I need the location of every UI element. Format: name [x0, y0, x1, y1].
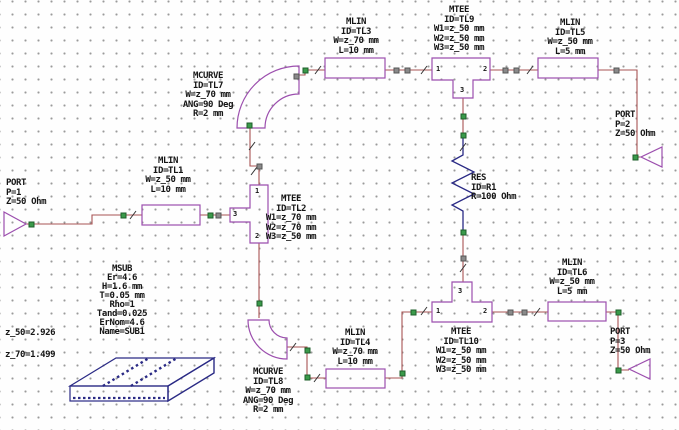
node	[302, 67, 309, 74]
pin-tick-marks	[129, 65, 541, 383]
node	[615, 309, 622, 316]
node	[256, 163, 263, 170]
connection-nodes-gray	[215, 67, 620, 316]
node	[215, 212, 222, 219]
node	[521, 309, 528, 316]
port1-symbol[interactable]	[3, 210, 28, 238]
mlin-tl6-shape[interactable]	[547, 301, 607, 322]
mlin-tl5-label: MLIN ID=TL5 W=z_50 mm L=5 mm	[547, 18, 593, 57]
node	[304, 374, 311, 381]
node	[256, 300, 263, 307]
node	[460, 132, 467, 139]
node	[460, 113, 467, 120]
node	[507, 309, 514, 316]
node	[615, 367, 622, 374]
mtee-tl10-pin2-label: 2	[483, 307, 488, 315]
mtee-tl9-shape[interactable]	[431, 57, 491, 99]
mtee-tl9-pin1-label: 1	[436, 65, 441, 73]
node	[393, 67, 400, 74]
mtee-tl9-label: MTEE ID=TL9 W1=z_50 mm W2=z_50 mm W3=z_5…	[433, 5, 485, 53]
node	[632, 154, 639, 161]
node	[460, 255, 467, 262]
node	[460, 229, 467, 236]
mlin-tl4-shape[interactable]	[325, 368, 386, 389]
mtee-tl10-label: MTEE ID=TL10 W1=z_50 mm W2=z_50 mm W3=z_…	[435, 327, 487, 375]
mcurve-tl7-label: MCURVE ID=TL7 W=z_70 mm ANG=90 Deg R=2 m…	[182, 71, 234, 119]
msub-substrate-graphic[interactable]	[67, 356, 217, 403]
node	[410, 309, 417, 316]
mtee-tl2-pin1-label: 1	[255, 187, 260, 195]
mtee-tl10-pin1-label: 1	[436, 307, 441, 315]
port3-label: PORT P=3 Z=50 Ohm	[610, 327, 651, 356]
mcurve-tl7-shape[interactable]	[236, 65, 300, 129]
node	[513, 67, 520, 74]
node	[120, 212, 127, 219]
res-r1-label: RES ID=R1 R=100 Ohm	[471, 173, 517, 202]
node	[28, 221, 35, 228]
node	[613, 67, 620, 74]
node	[293, 73, 300, 80]
mcurve-tl8-shape[interactable]	[247, 319, 288, 360]
node	[207, 212, 214, 219]
port2-symbol[interactable]	[639, 146, 663, 168]
microstrip-trace-edge	[130, 356, 178, 388]
mtee-tl2-pin2-label: 2	[255, 232, 260, 240]
node	[399, 370, 406, 377]
mlin-tl3-shape[interactable]	[324, 57, 386, 79]
msub-label: MSUB Er=4.6 H=1.6 mm T=0.05 mm Rho=1 Tan…	[96, 264, 148, 337]
wire-tl2-to-tl7[interactable]	[249, 128, 260, 185]
mtee-tl10-shape[interactable]	[431, 281, 493, 323]
node	[502, 67, 509, 74]
mcurve-tl8-label: MCURVE ID=TL8 W=z_70 mm ANG=90 Deg R=2 m…	[242, 367, 294, 415]
node	[304, 347, 311, 354]
variable-z70[interactable]: z_70=1.499	[5, 350, 56, 360]
connection-nodes-green	[28, 67, 639, 381]
mtee-tl9-pin2-label: 2	[483, 65, 488, 73]
wire-port1-to-tl1[interactable]	[26, 214, 142, 225]
wire-tl4-to-tl10[interactable]	[385, 311, 432, 379]
mtee-tl2-pin3-label: 3	[233, 210, 238, 218]
mtee-tl9-pin3-label: 3	[460, 86, 465, 94]
substrate-right-face	[167, 356, 215, 403]
mlin-tl1-label: MLIN ID=TL1 W=z_50 mm L=10 mm	[145, 156, 191, 195]
mlin-tl1-shape[interactable]	[141, 204, 201, 226]
resistor-r1-shape[interactable]	[450, 135, 476, 232]
mlin-tl3-label: MLIN ID=TL3 W=z_70 mm L=10 mm	[333, 17, 379, 56]
mlin-tl6-label: MLIN ID=TL6 W=z_50 mm L=5 mm	[549, 258, 595, 297]
mtee-tl2-label: MTEE ID=TL2 W1=z_70 mm W2=z_70 mm W3=z_5…	[265, 194, 317, 242]
port1-label: PORT P=1 Z=50 Ohm	[6, 178, 47, 207]
mlin-tl4-label: MLIN ID=TL4 W=z_70 mm L=10 mm	[332, 328, 378, 367]
port2-label: PORT P=2 Z=50 Ohm	[615, 110, 656, 139]
mlin-tl5-shape[interactable]	[537, 57, 599, 79]
wire-tl6-to-port3[interactable]	[606, 311, 629, 371]
node	[246, 122, 253, 129]
mtee-tl10-pin3-label: 3	[458, 287, 463, 295]
mtee-tl2-shape[interactable]	[229, 184, 269, 244]
microstrip-trace-edge	[102, 356, 150, 388]
port3-symbol[interactable]	[627, 358, 651, 380]
variable-z50[interactable]: z_50=2.926	[5, 328, 56, 338]
node	[404, 67, 411, 74]
